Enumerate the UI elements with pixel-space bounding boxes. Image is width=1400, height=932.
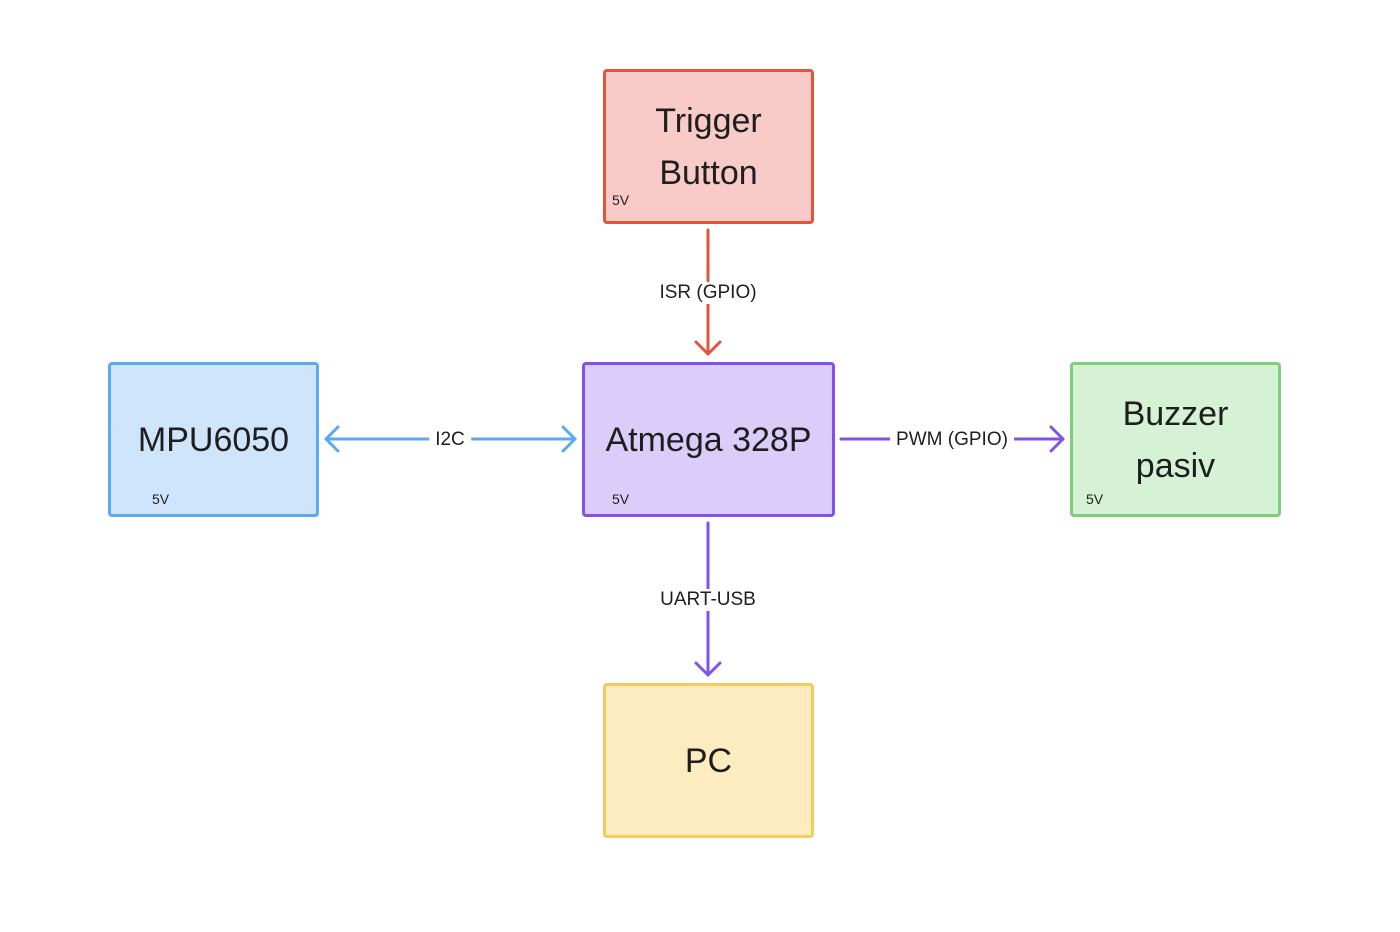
node-trigger-button-label: Trigger Button xyxy=(655,101,762,192)
edge-label-isr: ISR (GPIO) xyxy=(653,282,763,304)
voltage-tag-atmega: 5V xyxy=(612,491,630,507)
voltage-tag-trigger: 5V xyxy=(612,192,630,208)
edge-label-uart: UART-USB xyxy=(654,589,762,611)
voltage-tag-mpu6050: 5V xyxy=(152,491,170,507)
edge-label-pwm: PWM (GPIO) xyxy=(890,429,1014,451)
node-buzzer-pasiv-label: Buzzer pasiv xyxy=(1122,394,1229,485)
node-mpu6050: MPU6050 xyxy=(108,362,319,517)
node-atmega-328p: Atmega 328P xyxy=(582,362,835,517)
node-trigger-button: Trigger Button xyxy=(603,69,814,224)
node-pc: PC xyxy=(603,683,814,838)
voltage-tag-buzzer: 5V xyxy=(1086,491,1104,507)
node-pc-label: PC xyxy=(684,741,733,780)
node-atmega-328p-label: Atmega 328P xyxy=(605,420,812,459)
node-mpu6050-label: MPU6050 xyxy=(137,420,290,459)
edge-label-i2c: I2C xyxy=(429,429,471,451)
node-buzzer-pasiv: Buzzer pasiv xyxy=(1070,362,1281,517)
